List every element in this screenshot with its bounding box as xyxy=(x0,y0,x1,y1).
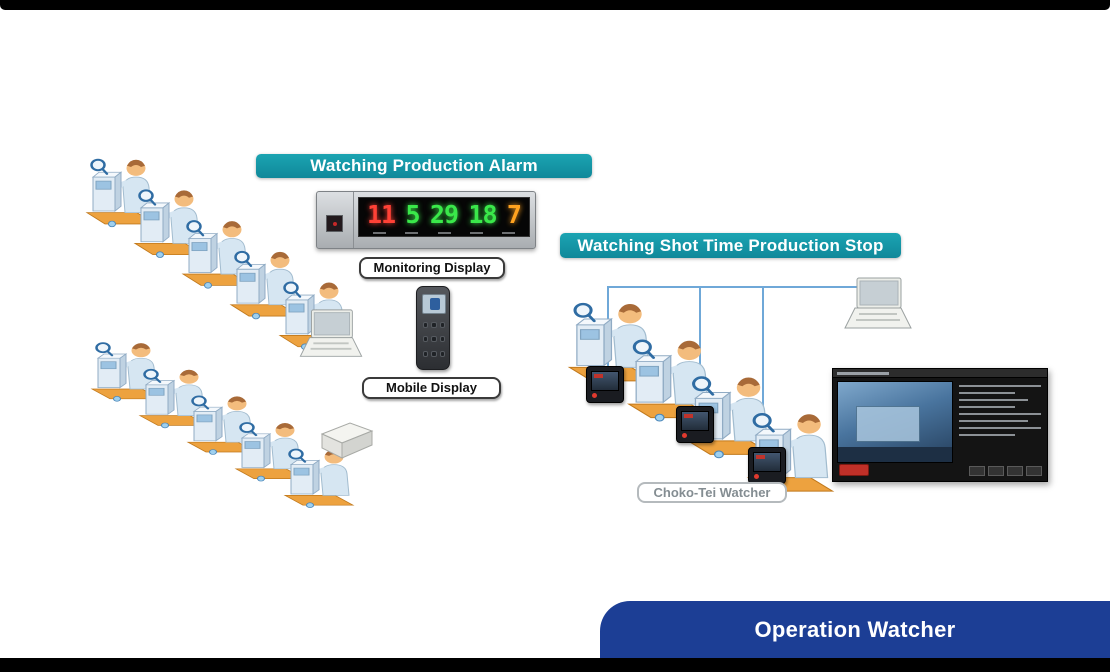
led-segment-2: 5 xyxy=(405,200,420,229)
led-panel-sensor-icon xyxy=(326,215,343,232)
mobile-display-label: Mobile Display xyxy=(362,377,501,399)
banner-watching-shot-time-production-stop: Watching Shot Time Production Stop xyxy=(560,233,901,258)
software-status-panel xyxy=(959,385,1041,445)
connector-drop-2 xyxy=(699,286,701,408)
led-segment-4: 18 xyxy=(468,200,497,229)
mobile-device-screen-icon xyxy=(430,298,440,310)
led-sub-labels xyxy=(359,228,529,234)
bottom-black-bar xyxy=(0,658,1110,672)
led-screen: 11 5 29 18 7 xyxy=(358,197,530,237)
software-red-button xyxy=(839,464,869,476)
led-segment-1: 11 xyxy=(367,200,396,229)
choko-tei-watcher-device-2 xyxy=(676,406,714,443)
watcher-screen xyxy=(591,371,619,391)
led-digits: 11 5 29 18 7 xyxy=(359,198,529,229)
software-titlebar xyxy=(833,369,1047,378)
top-black-bar xyxy=(0,0,1110,10)
footer-banner: Operation Watcher xyxy=(600,601,1110,659)
watcher-screen xyxy=(753,452,781,472)
white-box-device-line2 xyxy=(321,422,373,459)
led-segment-3: 29 xyxy=(429,200,459,229)
choko-tei-watcher-device-3 xyxy=(748,447,786,484)
production-line-2 xyxy=(90,333,355,508)
monitoring-display-label: Monitoring Display xyxy=(359,257,505,279)
connector-horizontal-line xyxy=(607,286,869,288)
led-panel-control-zone xyxy=(317,192,354,248)
choko-tei-watcher-device-1 xyxy=(586,366,624,403)
mobile-device-screen xyxy=(422,294,446,314)
mobile-device-keypad xyxy=(421,320,447,364)
footer-title: Operation Watcher xyxy=(754,617,956,642)
software-button-row xyxy=(969,466,1042,476)
software-camera-view xyxy=(837,381,953,463)
laptop-device-network xyxy=(844,277,912,329)
led-display-panel: 11 5 29 18 7 xyxy=(316,191,536,249)
connector-drop-3 xyxy=(762,286,764,449)
watcher-led-icon xyxy=(754,474,759,479)
watcher-led-icon xyxy=(682,433,687,438)
led-segment-5: 7 xyxy=(506,200,522,229)
monitoring-software-window xyxy=(832,368,1048,482)
watcher-led-icon xyxy=(592,393,597,398)
mobile-display-device xyxy=(416,286,450,370)
choko-tei-watcher-label: Choko-Tei Watcher xyxy=(637,482,787,503)
watcher-screen xyxy=(681,411,709,431)
banner-watching-production-alarm: Watching Production Alarm xyxy=(256,154,592,178)
